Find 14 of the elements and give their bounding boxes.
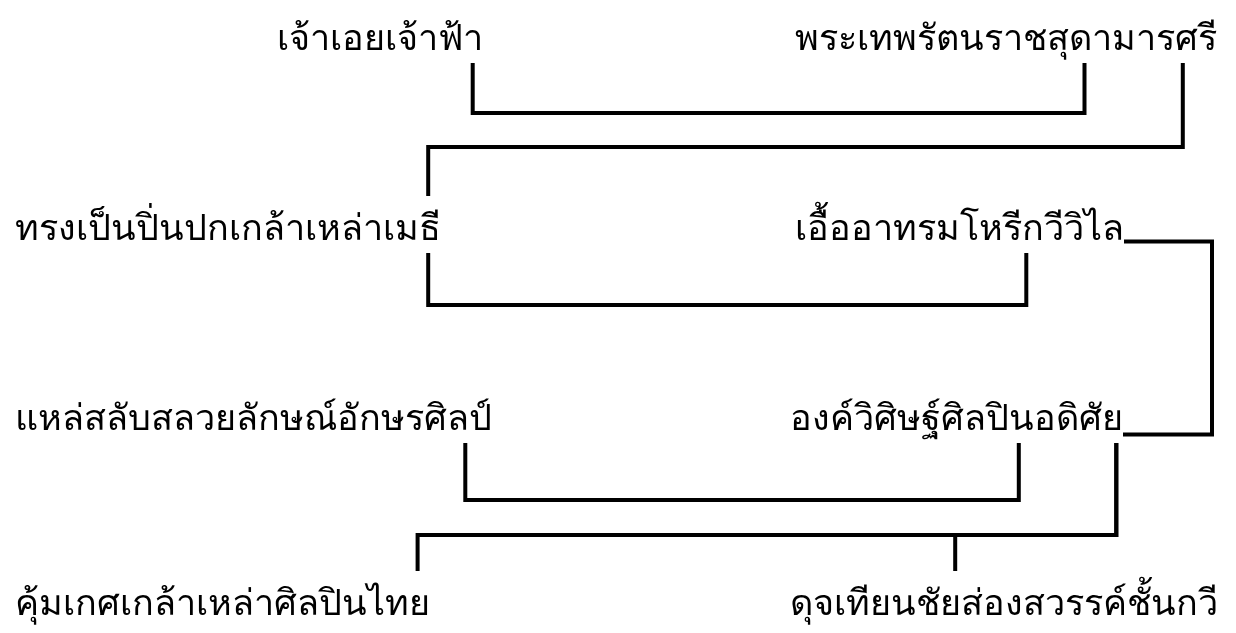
verse-text: องค์วิศิษฐ์ศิลปินอดิศัย (790, 386, 1123, 443)
verse-text: คุ้มเกศเกล้าเหล่าศิลปินไทย (15, 571, 430, 628)
verse-text: ดุจเทียนชัยส่องสวรรค์ชั้นกวี (790, 571, 1218, 628)
connector-line (470, 63, 1087, 115)
verse-text: ทรงเป็นปิ่นปกเกล้าเหล่าเมธี (15, 196, 441, 253)
connector-line (1123, 239, 1214, 437)
verse-text: เจ้าเอยเจ้าฟ้า (277, 6, 483, 63)
connector-line (426, 63, 1185, 196)
connector-line (463, 443, 1021, 502)
verse-text: พระเทพรัตนราชสุดามารศรี (795, 6, 1217, 63)
verse-text: แหล่สลับสลวยลักษณ์อักษรศิลป์ (15, 386, 492, 443)
connector-line (953, 443, 1119, 571)
verse-text: เอื้ออาทรมโหรีกวีวิไล (795, 196, 1124, 253)
connector-line (426, 253, 1029, 307)
